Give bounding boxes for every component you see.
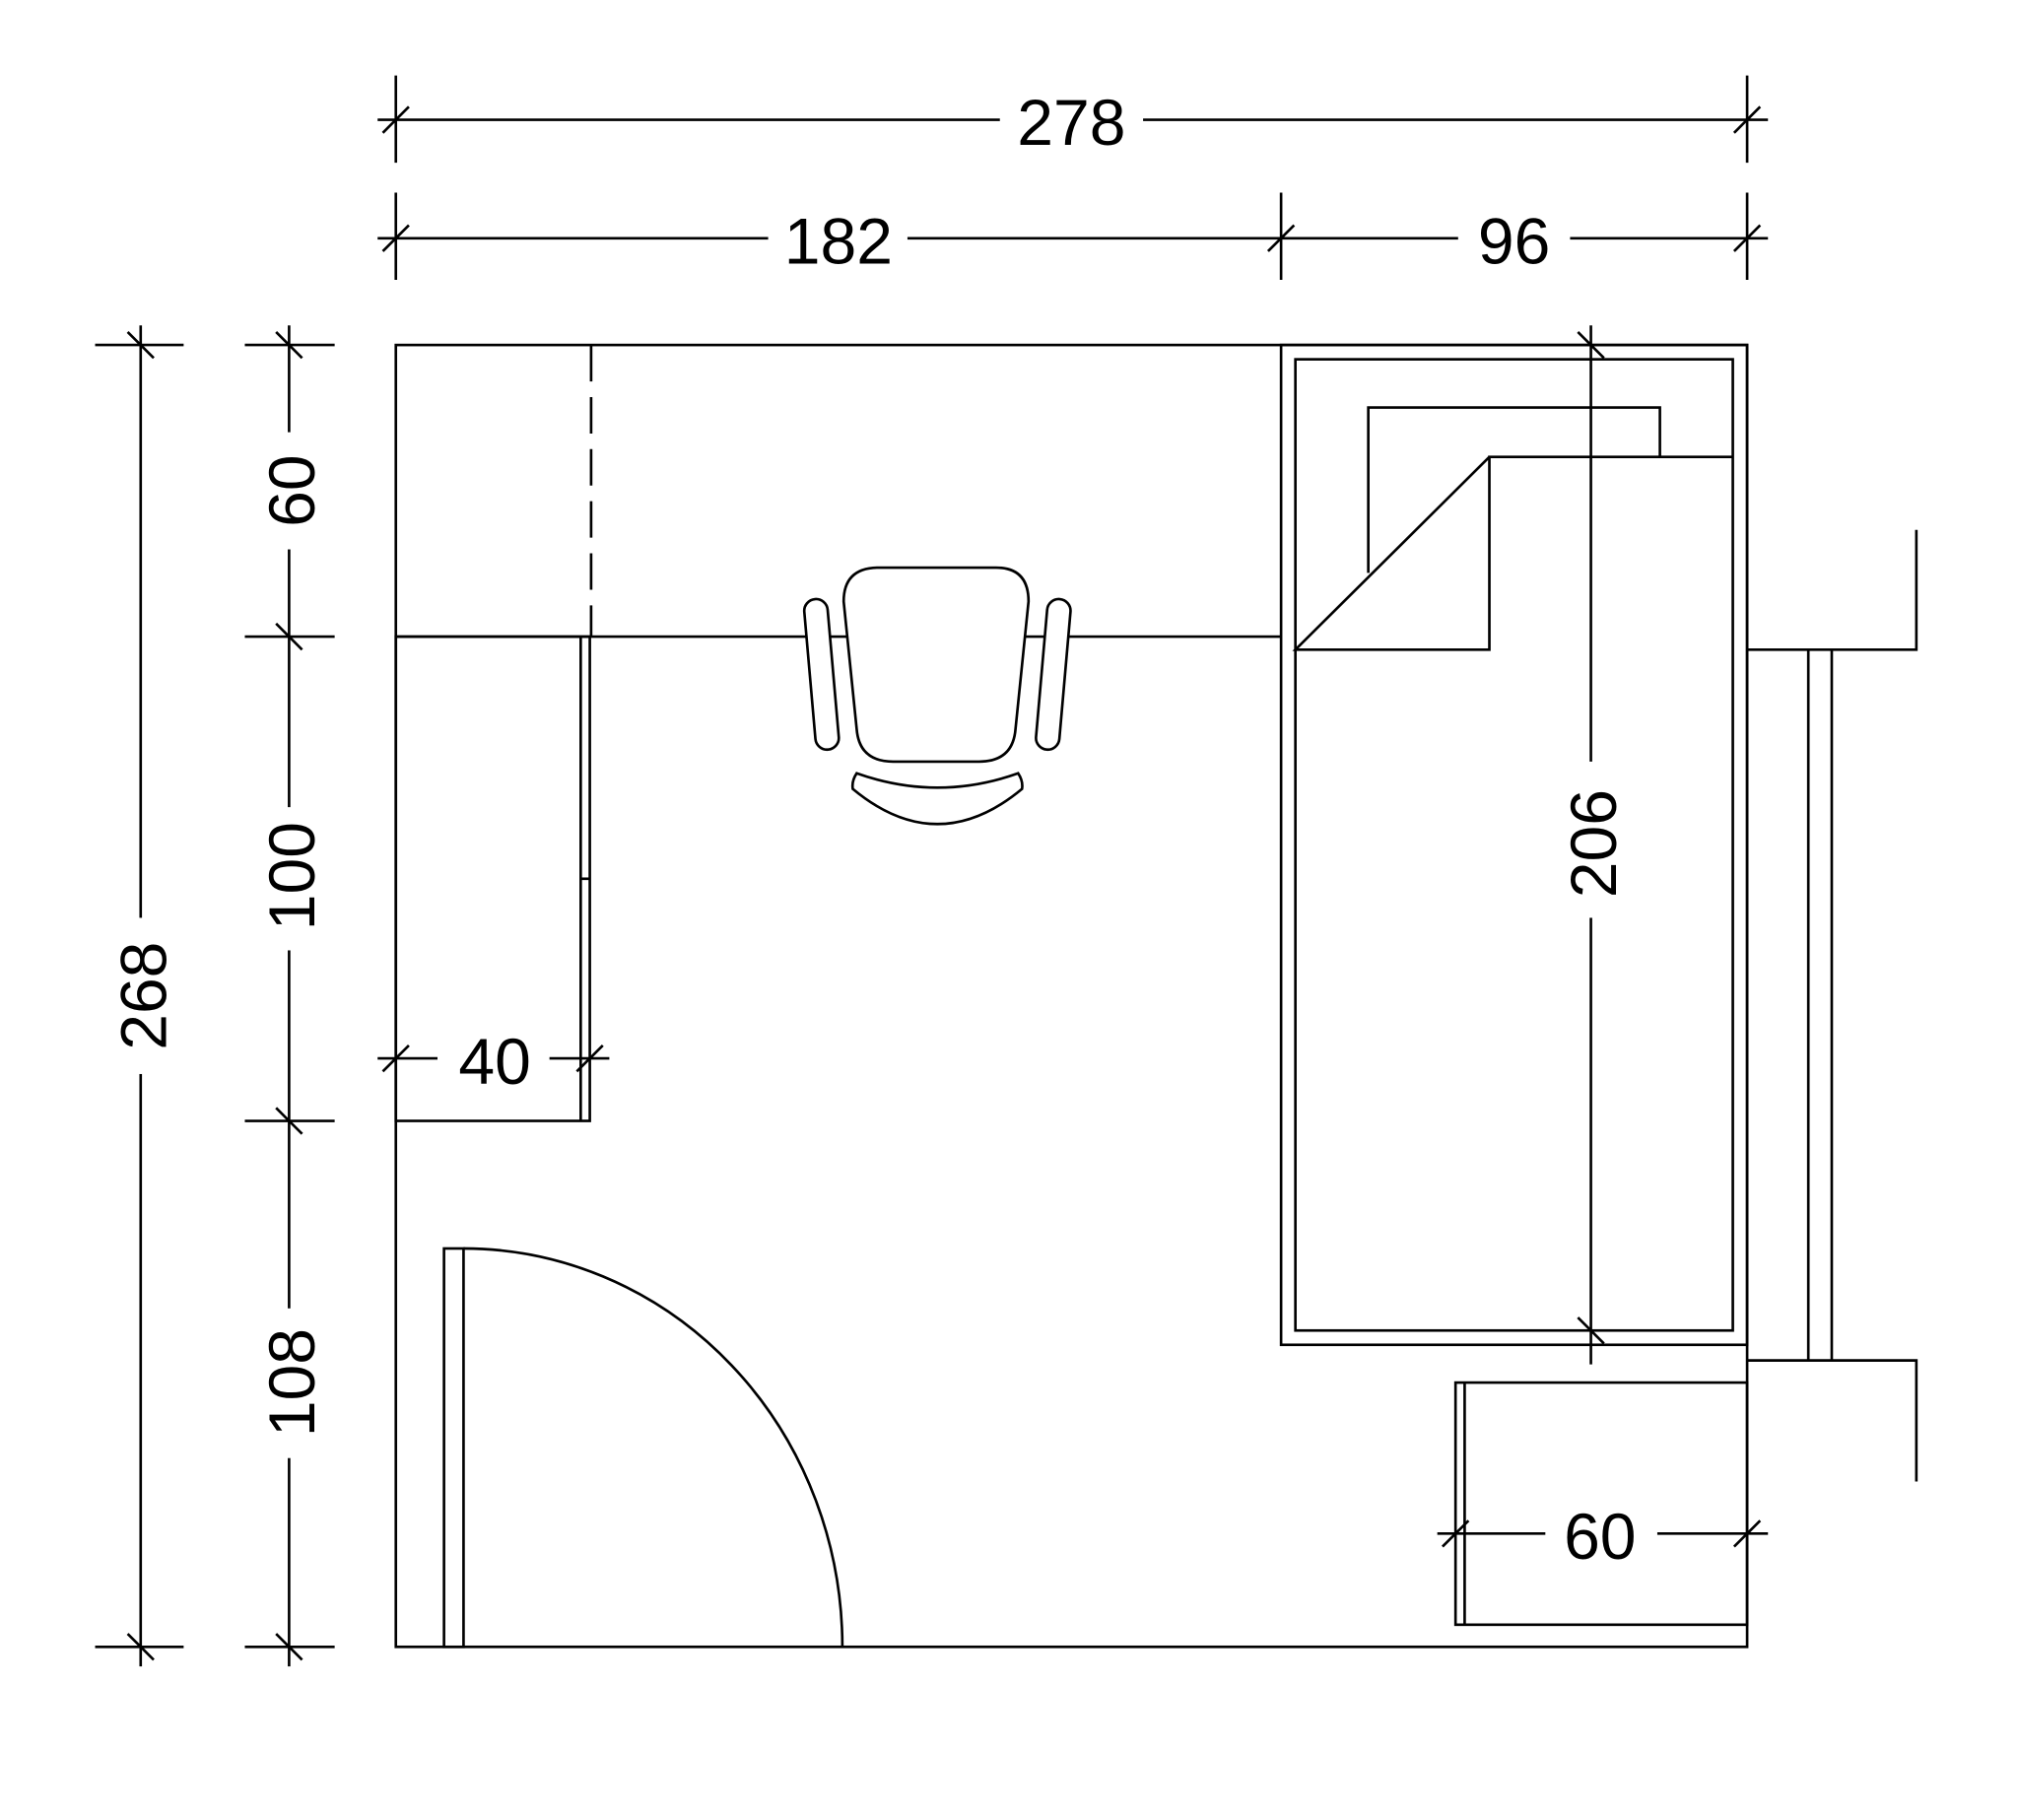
dimension-label: 96: [1478, 204, 1550, 277]
window: [1747, 529, 1918, 1482]
dimension-label: 40: [458, 1025, 530, 1098]
chair-icon: [802, 566, 1072, 826]
dimension-label: 60: [1564, 1500, 1636, 1573]
dimension-label: 206: [1557, 789, 1630, 898]
dimension-label: 278: [1017, 86, 1125, 159]
dimension-nightstand-width: 60: [1437, 1497, 1769, 1573]
dimension-label: 100: [255, 822, 328, 930]
room-outline: [394, 343, 1749, 1649]
dimension-label: 268: [106, 942, 179, 1050]
bed: [1279, 343, 1749, 1347]
dimension-zone-widths: 182 96: [377, 192, 1769, 281]
desk: [394, 345, 1282, 1122]
pillow: [1367, 406, 1661, 573]
dimension-total-width: 278: [377, 75, 1769, 164]
dimension-bed-length: 206: [1555, 325, 1630, 1365]
dimension-label: 108: [255, 1328, 328, 1437]
dimension-label: 60: [255, 454, 328, 526]
door: [442, 1247, 844, 1649]
dimension-total-depth: 268: [95, 325, 184, 1667]
nightstand: [1453, 1381, 1749, 1627]
blanket-fold: [1292, 455, 1733, 651]
dimension-label: 182: [784, 204, 893, 277]
dimension-depth-segments: 60 100 108: [244, 325, 335, 1667]
dimension-side-desk-depth: 40: [377, 1022, 610, 1098]
